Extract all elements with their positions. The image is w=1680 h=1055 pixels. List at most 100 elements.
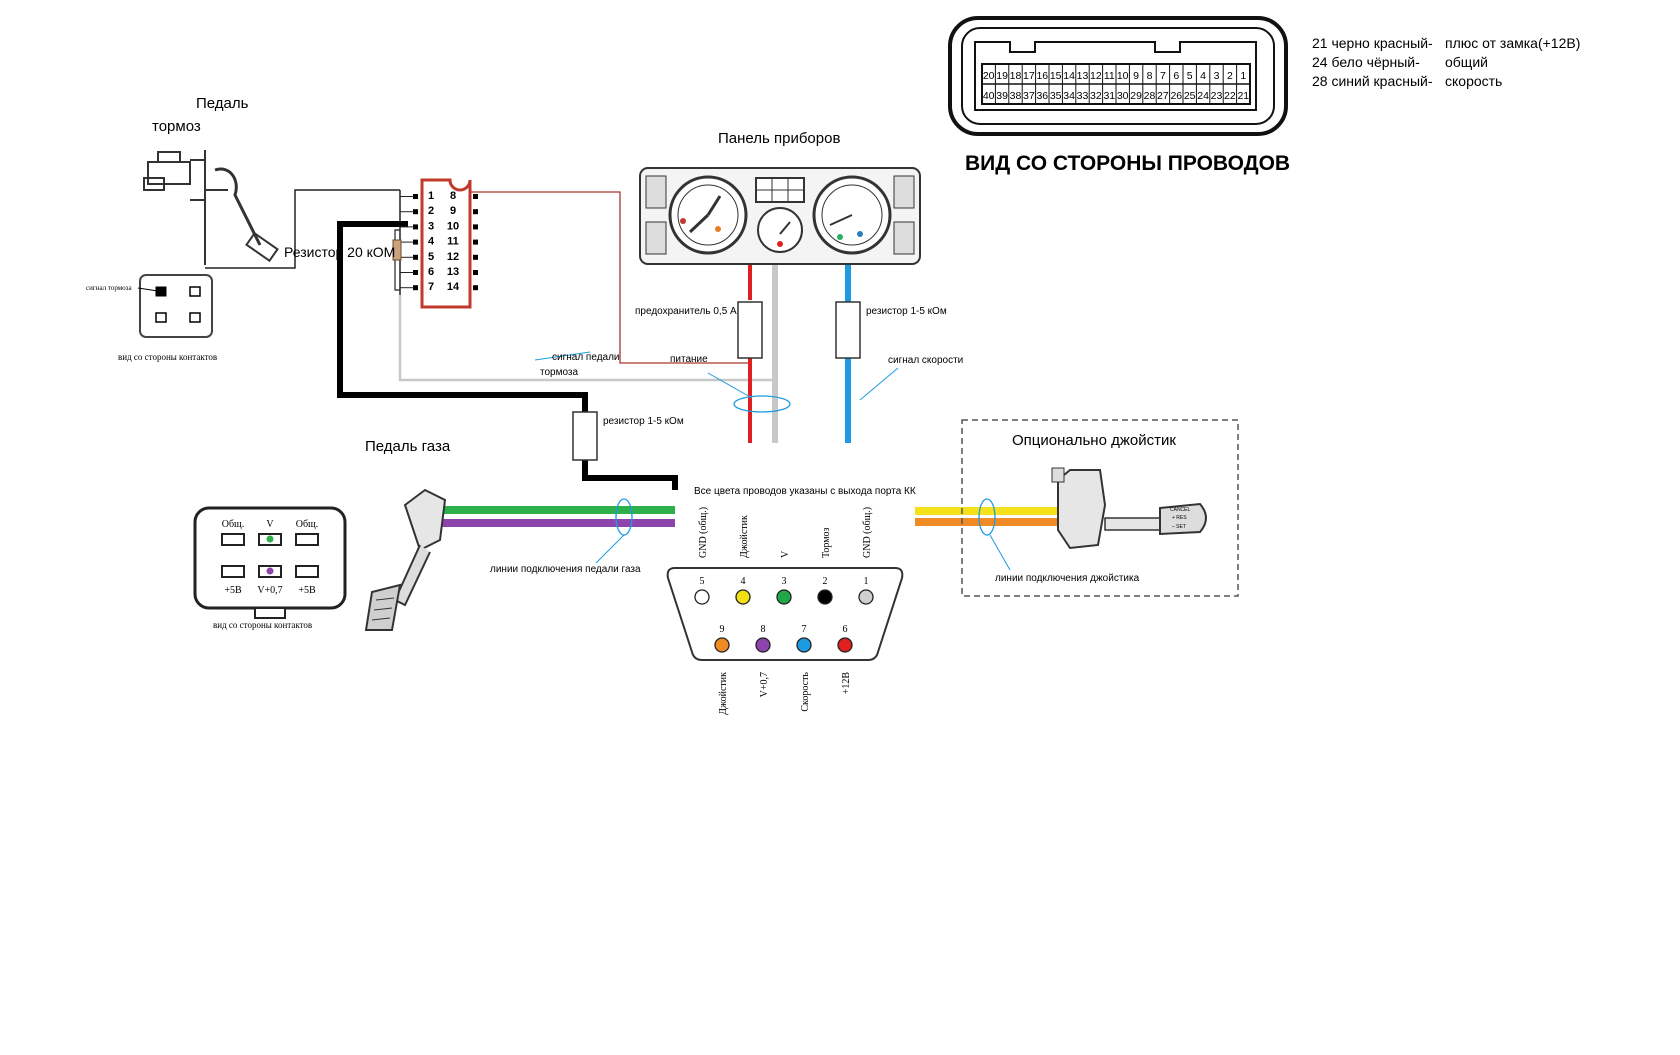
db9-top-name-2: Тормоз: [821, 527, 832, 558]
ic-pin-1: 1: [428, 190, 434, 202]
legend-pin-3: 28 синий красный-: [1312, 73, 1433, 89]
resistor-20k-label: Резистор 20 кОМ: [284, 244, 395, 260]
connector-pin-19: 19: [996, 70, 1008, 82]
brake-pedal: Педаль тормоз сигнал тормоза вид со стор…: [86, 95, 279, 362]
gas-connector: Общ. V Общ. +5В V+0,7 +5В вид со стороны…: [193, 506, 347, 630]
connector-pin-36: 36: [1036, 90, 1048, 102]
connector-pin-18: 18: [1010, 70, 1022, 82]
instrument-panel-label: Панель приборов: [718, 130, 840, 147]
connector-pin-32: 32: [1090, 90, 1102, 102]
db9-pin-number-4: 4: [741, 576, 746, 587]
connector-pin-5: 5: [1187, 70, 1193, 82]
resistor-speed-label: резистор 1-5 кОм: [866, 306, 947, 317]
ic-pin-2: 2: [428, 205, 434, 217]
connector-pin-38: 38: [1010, 90, 1022, 102]
connector-view-title: ВИД СО СТОРОНЫ ПРОВОДОВ: [965, 152, 1290, 175]
gas-conn-view-label: вид со стороны контактов: [213, 620, 312, 630]
ic-pin-5: 5: [428, 251, 434, 263]
connector-pin-9: 9: [1133, 70, 1139, 82]
db9-bottom-name-8: V+0,7: [759, 672, 770, 697]
ic-pin-6: 6: [428, 266, 434, 278]
connector-pin-28: 28: [1144, 90, 1156, 102]
ic-pin-12: 12: [447, 251, 459, 263]
connector-pin-15: 15: [1050, 70, 1062, 82]
legend-desc-3: скорость: [1445, 73, 1502, 89]
instrument-panel: Панель приборов: [639, 130, 921, 265]
callouts: питание сигнал скорости сигнал педали то…: [490, 351, 1140, 584]
db9-top-name-4: Джойстик: [739, 515, 750, 558]
db9-pin-number-8: 8: [761, 624, 766, 635]
joystick-lines-label: линии подключения джойстика: [995, 573, 1140, 584]
connector-pin-4: 4: [1200, 70, 1206, 82]
db9-pin-4: [735, 589, 751, 605]
connector-pin-14: 14: [1063, 70, 1075, 82]
brake-view-label: вид со стороны контактов: [118, 352, 217, 362]
db9-pin-3: [776, 589, 792, 605]
db9-pin-number-5: 5: [700, 576, 705, 587]
connector-pin-30: 30: [1117, 90, 1129, 102]
db9-pin-8: [755, 637, 771, 653]
resistor-brake-label: резистор 1-5 кОм: [603, 416, 684, 427]
ic-pin-3: 3: [428, 220, 434, 232]
legend-desc-1: плюс от замка(+12В): [1445, 35, 1580, 51]
connector-pin-8: 8: [1147, 70, 1153, 82]
connector-pin-26: 26: [1170, 90, 1182, 102]
gas-lines-label: линии подключения педали газа: [490, 564, 641, 575]
connector-pin-1: 1: [1240, 70, 1246, 82]
brake-signal-label-1: сигнал педали: [552, 352, 620, 363]
ic-pin-7: 7: [428, 281, 434, 293]
db9-bottom-name-9: Джойстик: [718, 672, 729, 715]
components: предохранитель 0,5 А резистор 1-5 кОм ре…: [572, 301, 947, 461]
db9-bottom-name-6: +12В: [841, 672, 852, 695]
db9-pin-1: [858, 589, 874, 605]
db9-pin-9: [714, 637, 730, 653]
connector-pin-11: 11: [1104, 70, 1115, 82]
fuse-label: предохранитель 0,5 А: [635, 306, 737, 317]
wires: [205, 189, 1058, 527]
gas-pedal: Педаль газа: [364, 438, 451, 631]
port-note: Все цвета проводов указаны с выхода порт…: [694, 486, 916, 497]
ic-pin-11: 11: [447, 236, 459, 248]
legend-desc-2: общий: [1445, 54, 1488, 70]
ic-pin-14: 14: [447, 281, 460, 293]
db9-pin-6: [837, 637, 853, 653]
db9-pin-number-2: 2: [823, 576, 828, 587]
legend-pin-2: 24 бело чёрный-: [1312, 54, 1420, 70]
connector-pin-13: 13: [1077, 70, 1089, 82]
connector-pin-3: 3: [1214, 70, 1220, 82]
power-label: питание: [670, 354, 708, 365]
connector-pin-22: 22: [1224, 90, 1236, 102]
connector-pin-33: 33: [1077, 90, 1089, 102]
joystick-title: Опционально джойстик: [1012, 432, 1176, 449]
gas-conn-top-1: Общ.: [222, 519, 245, 530]
brake-pedal-label-1: Педаль: [196, 95, 249, 112]
ic-pin-10: 10: [447, 220, 459, 232]
db9-pin-5: [694, 589, 710, 605]
brake-signal-label: сигнал тормоза: [86, 284, 132, 292]
connector-pin-21: 21: [1237, 90, 1249, 102]
brake-signal-label-2: тормоза: [540, 367, 579, 378]
db9-pin-number-7: 7: [802, 624, 807, 635]
connector-pin-27: 27: [1157, 90, 1169, 102]
connector-pin-23: 23: [1211, 90, 1223, 102]
gas-conn-bottom-2: V+0,7: [257, 585, 282, 596]
joystick-box: Опционально джойстик CANCEL + RES – SET: [961, 419, 1239, 597]
connector-pin-25: 25: [1184, 90, 1196, 102]
brake-pedal-label-2: тормоз: [152, 118, 201, 135]
gas-conn-bottom-3: +5В: [298, 585, 316, 596]
connector-pin-39: 39: [996, 90, 1008, 102]
connector-pin-31: 31: [1103, 90, 1115, 102]
joystick-lever-text-3: – SET: [1172, 524, 1186, 530]
connector-pin-6: 6: [1173, 70, 1179, 82]
joystick-lever-text-1: CANCEL: [1170, 507, 1191, 513]
gas-conn-top-3: Общ.: [296, 519, 319, 530]
connector-pin-12: 12: [1090, 70, 1102, 82]
